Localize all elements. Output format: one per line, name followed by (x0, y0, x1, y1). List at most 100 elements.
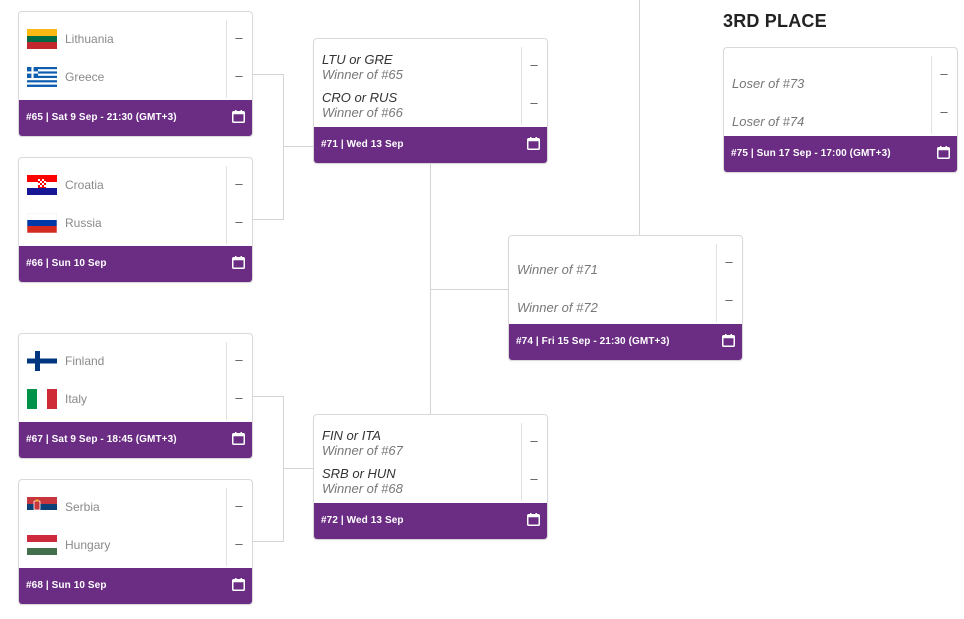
team-name: Italy (65, 392, 88, 406)
match-info: #74 | Fri 15 Sep - 21:30 (GMT+3) (516, 336, 670, 347)
match-card-72[interactable]: FIN or ITA Winner of #67 – SRB or HUN Wi… (313, 414, 548, 540)
match-info: #71 | Wed 13 Sep (321, 139, 404, 150)
match-footer: #75 | Sun 17 Sep - 17:00 (GMT+3) (724, 136, 957, 172)
team-row[interactable]: Finland – (19, 342, 252, 380)
match-info: #67 | Sat 9 Sep - 18:45 (GMT+3) (26, 434, 177, 445)
score: – (235, 176, 243, 191)
team-name: Hungary (65, 538, 111, 552)
slot-teams: SRB or HUN (322, 466, 396, 481)
connector (639, 0, 640, 236)
match-info: #65 | Sat 9 Sep - 21:30 (GMT+3) (26, 112, 177, 123)
score: – (940, 66, 948, 81)
team-slot[interactable]: LTU or GRE Winner of #65 – (314, 47, 547, 85)
slot-source: Winner of #68 (322, 481, 403, 496)
hungary-flag-icon (27, 535, 57, 555)
match-info: #66 | Sun 10 Sep (26, 258, 107, 269)
score: – (530, 471, 538, 486)
match-footer: #71 | Wed 13 Sep (314, 127, 547, 163)
calendar-icon[interactable] (937, 146, 950, 159)
score: – (235, 30, 243, 45)
match-footer: #68 | Sun 10 Sep (19, 568, 252, 604)
match-card-65[interactable]: Lithuania – Greece – #65 | Sat 9 Sep - 2… (18, 11, 253, 137)
team-name: Finland (65, 354, 105, 368)
score: – (725, 254, 733, 269)
calendar-icon[interactable] (232, 432, 245, 445)
team-slot[interactable]: Loser of #73 – (724, 56, 957, 94)
finland-flag-icon (27, 351, 57, 371)
team-slot[interactable]: Loser of #74 – (724, 94, 957, 132)
score: – (235, 352, 243, 367)
score: – (530, 57, 538, 72)
third-place-heading: 3RD PLACE (723, 11, 827, 31)
score: – (235, 68, 243, 83)
score: – (940, 104, 948, 119)
match-info: #68 | Sun 10 Sep (26, 580, 107, 591)
greece-flag-icon (27, 67, 57, 87)
match-footer: #74 | Fri 15 Sep - 21:30 (GMT+3) (509, 324, 742, 360)
team-name: Lithuania (65, 32, 114, 46)
match-footer: #66 | Sun 10 Sep (19, 246, 252, 282)
slot-teams: LTU or GRE (322, 52, 393, 67)
match-info: #72 | Wed 13 Sep (321, 515, 404, 526)
score: – (235, 498, 243, 513)
match-card-75[interactable]: Loser of #73 – Loser of #74 – #75 | Sun … (723, 47, 958, 173)
connector (283, 468, 314, 469)
connector (253, 74, 283, 75)
team-row[interactable]: Croatia – (19, 166, 252, 204)
match-card-74[interactable]: Winner of #71 – Winner of #72 – #74 | Fr… (508, 235, 743, 361)
russia-flag-icon (27, 213, 57, 233)
connector (283, 396, 284, 542)
connector (283, 74, 284, 220)
team-slot[interactable]: SRB or HUN Winner of #68 – (314, 461, 547, 499)
connector (253, 396, 283, 397)
match-info: #75 | Sun 17 Sep - 17:00 (GMT+3) (731, 148, 891, 159)
calendar-icon[interactable] (527, 137, 540, 150)
connector (283, 146, 314, 147)
team-row[interactable]: Greece – (19, 58, 252, 96)
calendar-icon[interactable] (232, 110, 245, 123)
calendar-icon[interactable] (232, 256, 245, 269)
team-row[interactable]: Lithuania – (19, 20, 252, 58)
slot-source: Winner of #65 (322, 67, 403, 82)
team-row[interactable]: Russia – (19, 204, 252, 242)
score: – (235, 214, 243, 229)
match-card-67[interactable]: Finland – Italy – #67 | Sat 9 Sep - 18:4… (18, 333, 253, 459)
slot-source: Loser of #73 (732, 76, 805, 91)
score: – (530, 433, 538, 448)
calendar-icon[interactable] (232, 578, 245, 591)
slot-source: Winner of #66 (322, 105, 403, 120)
score: – (725, 292, 733, 307)
team-row[interactable]: Italy – (19, 380, 252, 418)
team-name: Russia (65, 216, 102, 230)
calendar-icon[interactable] (527, 513, 540, 526)
match-card-66[interactable]: Croatia – Russia – #66 | Sun 10 Sep (18, 157, 253, 283)
slot-source: Winner of #72 (517, 300, 598, 315)
team-slot[interactable]: CRO or RUS Winner of #66 – (314, 85, 547, 123)
match-card-71[interactable]: LTU or GRE Winner of #65 – CRO or RUS Wi… (313, 38, 548, 164)
croatia-flag-icon (27, 175, 57, 195)
connector (253, 541, 283, 542)
team-slot[interactable]: Winner of #71 – (509, 244, 742, 282)
slot-teams: CRO or RUS (322, 90, 398, 105)
match-footer: #72 | Wed 13 Sep (314, 503, 547, 539)
match-card-68[interactable]: Serbia – Hungary – #68 | Sun 10 Sep (18, 479, 253, 605)
score: – (530, 95, 538, 110)
connector (430, 289, 509, 290)
slot-source: Loser of #74 (732, 114, 805, 129)
team-row[interactable]: Serbia – (19, 488, 252, 526)
team-slot[interactable]: Winner of #72 – (509, 282, 742, 320)
slot-source: Winner of #71 (517, 262, 598, 277)
team-row[interactable]: Hungary – (19, 526, 252, 564)
italy-flag-icon (27, 389, 57, 409)
team-name: Greece (65, 70, 105, 84)
match-footer: #67 | Sat 9 Sep - 18:45 (GMT+3) (19, 422, 252, 458)
match-footer: #65 | Sat 9 Sep - 21:30 (GMT+3) (19, 100, 252, 136)
score: – (235, 390, 243, 405)
connector (253, 219, 283, 220)
calendar-icon[interactable] (722, 334, 735, 347)
team-slot[interactable]: FIN or ITA Winner of #67 – (314, 423, 547, 461)
slot-teams: FIN or ITA (322, 428, 381, 443)
lithuania-flag-icon (27, 29, 57, 49)
slot-source: Winner of #67 (322, 443, 403, 458)
serbia-flag-icon (27, 497, 57, 517)
